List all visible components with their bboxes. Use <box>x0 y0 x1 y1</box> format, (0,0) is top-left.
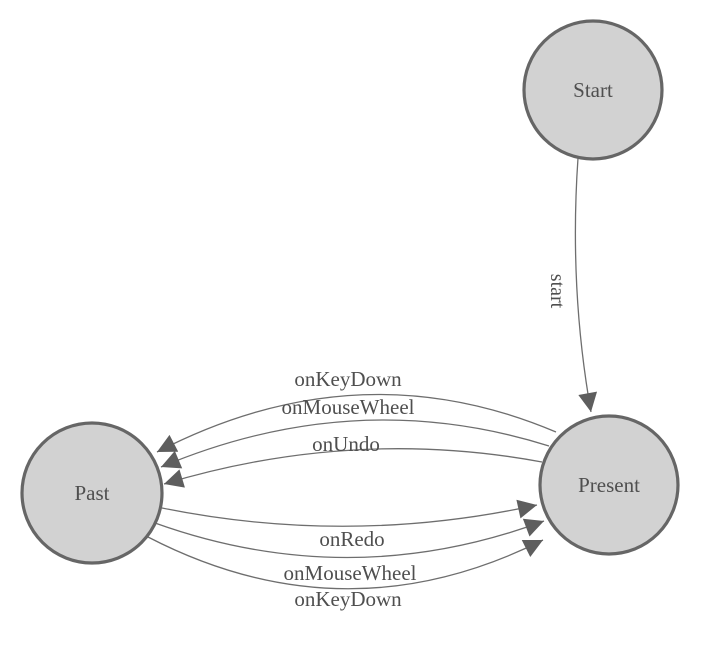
edge-label-onmousewheel-top: onMouseWheel <box>282 395 415 419</box>
node-past-label: Past <box>74 481 109 505</box>
edge-present-to-past-onmousewheel <box>160 419 550 469</box>
edge-label-onmousewheel-bottom: onMouseWheel <box>284 561 417 585</box>
edge-label-onkeydown-top: onKeyDown <box>294 367 402 391</box>
edge-past-to-present-onkeydown <box>147 536 544 590</box>
edge-label-onredo: onRedo <box>319 527 384 551</box>
edge-start-to-present <box>574 157 598 413</box>
node-past-circle[interactable] <box>20 421 164 565</box>
edge-past-to-present-onmousewheel <box>154 518 545 559</box>
node-start[interactable]: Start <box>522 19 664 161</box>
edge-label-onundo: onUndo <box>312 432 380 456</box>
node-present-circle[interactable] <box>538 414 680 556</box>
edge-label-start: start <box>546 274 568 309</box>
node-start-label: Start <box>573 78 613 102</box>
edge-present-to-past-onkeydown <box>156 393 557 453</box>
edge-present-to-past-onundo <box>163 448 543 488</box>
edge-labels-layer: start onKeyDown onMouseWheel onUndo onRe… <box>282 274 568 611</box>
edge-label-onkeydown-bottom: onKeyDown <box>294 587 402 611</box>
edge-past-to-present-onredo <box>161 499 538 527</box>
node-start-circle[interactable] <box>522 19 664 161</box>
node-present[interactable]: Present <box>538 414 680 556</box>
edges-layer <box>147 157 598 590</box>
node-past[interactable]: Past <box>20 421 164 565</box>
node-present-label: Present <box>578 473 640 497</box>
